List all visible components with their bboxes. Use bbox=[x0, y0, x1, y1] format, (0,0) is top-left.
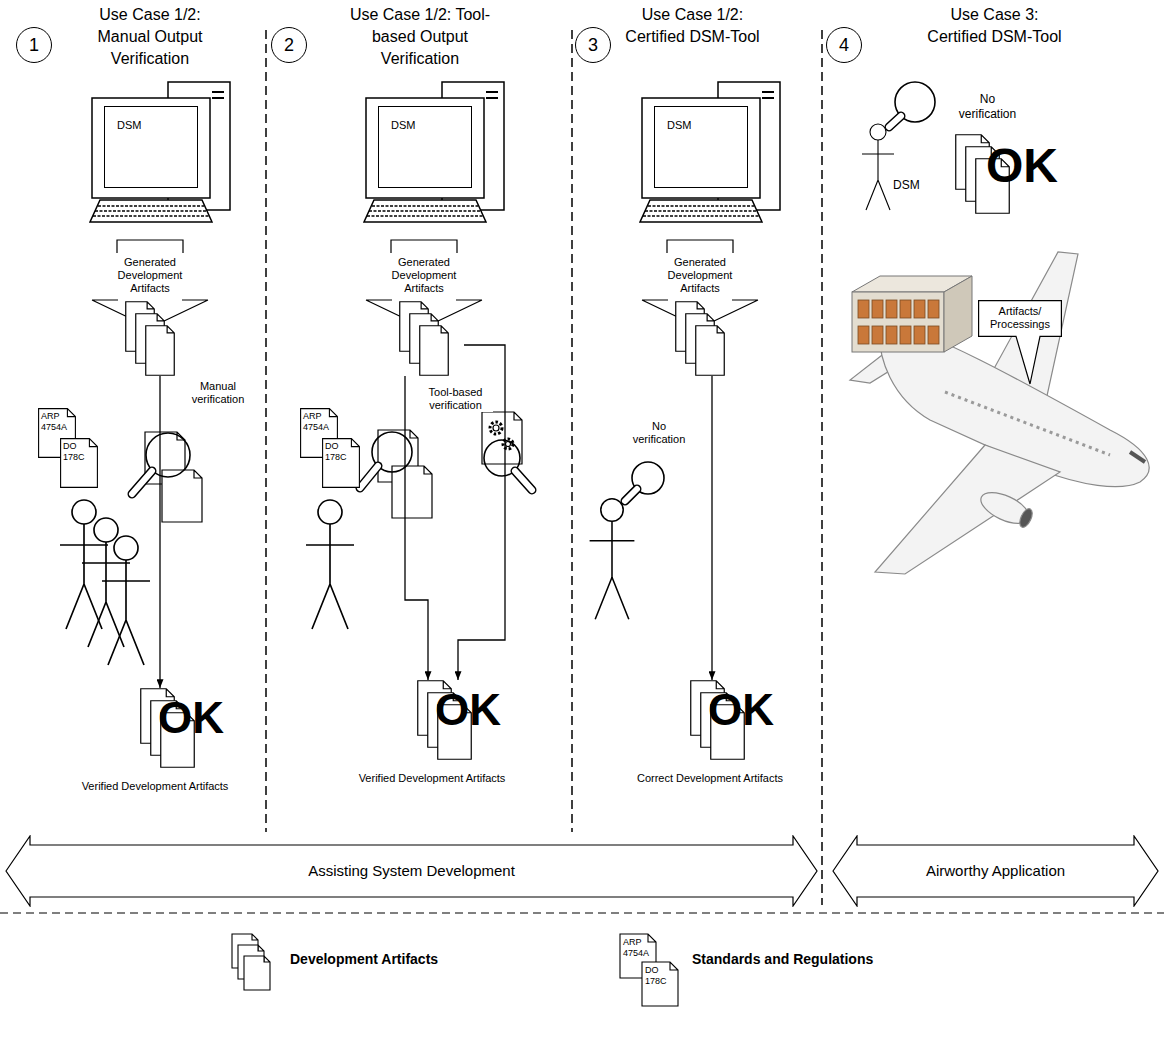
document-page bbox=[146, 326, 175, 376]
edge-label: Tool-based verification bbox=[418, 386, 493, 412]
ok-stamp: OK bbox=[158, 696, 224, 740]
artifact-caption: Generated Development Artifacts bbox=[660, 256, 740, 295]
standard-name: ARP 4754A bbox=[38, 408, 76, 433]
generated-artifacts: Generated Development Artifacts bbox=[384, 256, 464, 376]
artifact-caption: Correct Development Artifacts bbox=[620, 772, 800, 785]
standard-name: DO 178C bbox=[322, 438, 360, 463]
callout-outline bbox=[979, 301, 1062, 384]
callout-text: Artifacts/ Processings bbox=[978, 300, 1062, 337]
flow-arrow bbox=[405, 376, 428, 680]
number-text: 1 bbox=[29, 36, 39, 54]
computer-icon bbox=[364, 82, 504, 322]
document-stack-icon bbox=[675, 301, 725, 376]
document-stack-icon bbox=[399, 301, 449, 376]
verified-artifacts: OK Verified Development Artifacts bbox=[70, 688, 240, 793]
screen-text: DSM bbox=[667, 119, 691, 132]
avionics-unit bbox=[852, 276, 972, 352]
artifact-caption: Verified Development Artifacts bbox=[347, 772, 517, 785]
flow-arrow bbox=[711, 376, 712, 680]
use-case-number: 4 bbox=[826, 27, 862, 63]
use-case-heading: Use Case 1/2: Certified DSM-Tool bbox=[620, 4, 765, 48]
use-case-heading: Use Case 3: Certified DSM-Tool bbox=[922, 4, 1067, 48]
flow-arrow bbox=[159, 376, 160, 688]
artifact-caption: Generated Development Artifacts bbox=[110, 256, 190, 295]
standard-document: DO 178C bbox=[322, 438, 360, 488]
band-outline bbox=[6, 836, 817, 906]
number-text: 3 bbox=[588, 36, 598, 54]
use-case-number: 2 bbox=[271, 27, 307, 63]
band-text: Assisting System Development bbox=[308, 862, 515, 880]
person-figure bbox=[862, 124, 894, 210]
tool-check-scene bbox=[360, 412, 532, 518]
column-separator bbox=[266, 30, 822, 905]
document-stack-icon bbox=[125, 301, 175, 376]
person-figure bbox=[590, 499, 635, 619]
scope-band: Assisting System Development bbox=[5, 835, 818, 907]
artifact-caption: Verified Development Artifacts bbox=[70, 780, 240, 793]
idle-checker bbox=[889, 82, 935, 127]
standard-name: ARP 4754A bbox=[300, 408, 338, 433]
aircraft-illustration bbox=[850, 252, 1149, 574]
use-case-heading: Use Case 1/2: Tool-based Output Verifica… bbox=[345, 4, 495, 70]
legend-separator bbox=[0, 912, 1164, 913]
legend-text: Standards and Regulations bbox=[692, 950, 873, 968]
person-figure bbox=[306, 500, 354, 629]
use-case-number: 1 bbox=[16, 27, 52, 63]
tool-screen: DSM bbox=[654, 106, 748, 188]
person-figure bbox=[102, 536, 150, 665]
document-page bbox=[323, 439, 360, 488]
screen-text: DSM bbox=[117, 119, 141, 132]
edge-label: Manual verification bbox=[182, 380, 254, 406]
actor-name: DSM bbox=[893, 178, 933, 193]
standard-name: ARP 4754A bbox=[623, 937, 653, 959]
document-page bbox=[420, 326, 449, 376]
standard-document: DO 178C bbox=[60, 438, 98, 488]
edge-label: No verification bbox=[625, 420, 693, 446]
use-case-number: 3 bbox=[575, 27, 611, 63]
screen-text: DSM bbox=[391, 119, 415, 132]
correct-artifacts: OK Correct Development Artifacts bbox=[620, 680, 800, 785]
verified-artifacts: OK Verified Development Artifacts bbox=[347, 680, 517, 785]
band-text: Airworthy Application bbox=[926, 862, 1065, 880]
ok-stamp: OK bbox=[435, 688, 501, 732]
document-page bbox=[696, 326, 725, 376]
manual-check-scene bbox=[132, 432, 202, 522]
number-text: 4 bbox=[839, 36, 849, 54]
computer-icon bbox=[640, 82, 780, 322]
idle-checker bbox=[625, 462, 664, 501]
scope-band: Airworthy Application bbox=[832, 835, 1159, 907]
legend-sample bbox=[232, 934, 678, 1006]
tool-screen: DSM bbox=[378, 106, 472, 188]
document-page bbox=[61, 439, 98, 488]
artifact-callout: Artifacts/ Processings bbox=[978, 300, 1062, 337]
standard-name: DO 178C bbox=[60, 438, 98, 463]
artifact-caption: Generated Development Artifacts bbox=[384, 256, 464, 295]
ok-stamp: OK bbox=[986, 142, 1058, 190]
approved-artifacts: OK bbox=[950, 134, 1075, 214]
number-text: 2 bbox=[284, 36, 294, 54]
standard-name: DO 178C bbox=[645, 965, 675, 987]
verification-note: No verification bbox=[950, 92, 1025, 122]
tool-screen: DSM bbox=[104, 106, 198, 188]
computer-icon bbox=[90, 82, 230, 322]
legend-text: Development Artifacts bbox=[290, 950, 438, 968]
generated-artifacts: Generated Development Artifacts bbox=[660, 256, 740, 376]
use-case-heading: Use Case 1/2: Manual Output Verification bbox=[85, 4, 215, 70]
generated-artifacts: Generated Development Artifacts bbox=[110, 256, 190, 376]
band-outline bbox=[833, 836, 1158, 906]
ok-stamp: OK bbox=[708, 688, 774, 732]
